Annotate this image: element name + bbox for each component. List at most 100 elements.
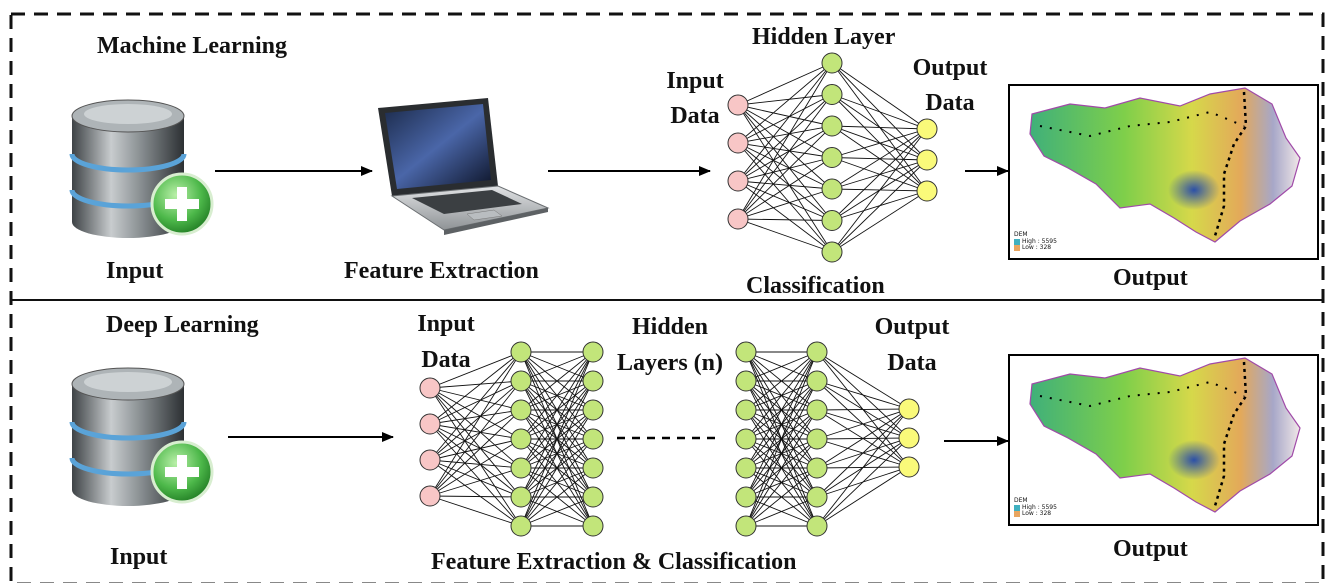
map-legend-low: Low : 328 (1022, 510, 1052, 518)
dl-edge (429, 351, 522, 497)
dl-edge (429, 423, 522, 440)
dl-edge (429, 387, 522, 498)
dl-edge (429, 409, 522, 425)
dl-output-data-label-2: Data (887, 350, 937, 376)
ml-edge (737, 62, 833, 182)
map-legend: DEM High : 5595 Low : 328 (1014, 231, 1057, 252)
dl-hidden-node (735, 457, 757, 479)
dl-hidden-node (510, 428, 532, 450)
dl-hidden-node (510, 457, 532, 479)
dl-edge (816, 408, 910, 498)
dl-edge (520, 351, 594, 382)
dl-edge (745, 351, 818, 469)
dl-hidden-label-2: Layers (n) (617, 350, 723, 376)
dl-edge (429, 351, 522, 461)
dl-edge (520, 438, 594, 527)
dl-input-node (419, 485, 441, 507)
dl-edge (816, 437, 910, 527)
dl-edge (745, 496, 818, 527)
ml-edge (831, 128, 928, 190)
ml-edge (737, 62, 833, 106)
dl-input-node (419, 377, 441, 399)
dem-map-output: DEM High : 5595 Low : 328 (1008, 84, 1319, 260)
dl-edge (816, 351, 910, 410)
ml-edge (737, 94, 833, 144)
ml-edge (737, 104, 833, 158)
ml-hidden-node (821, 241, 843, 263)
ml-edge (737, 180, 833, 253)
dem-map-output: DEM High : 5595 Low : 328 (1008, 354, 1319, 526)
map-legend: DEM High : 5595 Low : 328 (1014, 497, 1057, 518)
dl-hidden-node (582, 457, 604, 479)
dl-edge (429, 380, 522, 389)
classification-label: Classification (746, 273, 885, 299)
hidden-layer-label: Hidden Layer (752, 24, 896, 50)
ml-input-data-label-1: Input (666, 68, 724, 94)
dl-edge (745, 351, 818, 498)
dl-edge (429, 438, 522, 497)
dl-edge (429, 380, 522, 425)
dl-hidden-node (582, 515, 604, 537)
ml-edge (737, 104, 833, 221)
dl-edge (520, 467, 594, 527)
dl-hidden-node (806, 341, 828, 363)
dl-edge (816, 408, 910, 440)
dl-edge (429, 423, 522, 498)
dl-edge (429, 351, 522, 425)
ml-edge (737, 104, 833, 253)
dl-hidden-node (735, 370, 757, 392)
ml-input-node (727, 208, 749, 230)
dl-hidden-node (510, 341, 532, 363)
ml-edge (831, 128, 928, 158)
ml-edge (831, 128, 928, 253)
dl-edge (745, 351, 818, 527)
ml-edge (831, 62, 928, 130)
dl-edge (745, 351, 818, 411)
map-legend-high: High : 5595 (1022, 503, 1057, 511)
ml-output-node (916, 149, 938, 171)
dl-edge (520, 351, 594, 440)
ml-hidden-node (821, 84, 843, 105)
dl-edge (745, 351, 818, 382)
ml-edge (737, 157, 833, 182)
dl-hidden-node (806, 370, 828, 392)
ml-input-label: Input (106, 258, 164, 284)
ml-edge (737, 104, 833, 190)
ml-output-label: Output (1113, 265, 1188, 291)
dl-edge (520, 351, 594, 469)
deep-learning-title: Deep Learning (106, 312, 259, 338)
dl-edge (429, 459, 522, 527)
ml-edge (737, 125, 833, 220)
dl-edge (520, 351, 594, 411)
dl-output-node (898, 398, 920, 420)
ml-input-node (727, 132, 749, 154)
dl-edge (745, 380, 818, 527)
ml-edge (737, 94, 833, 106)
dl-hidden-node (806, 486, 828, 508)
dl-hidden-node (735, 428, 757, 450)
ml-output-data-label-1: Output (912, 55, 988, 81)
ml-edge (831, 159, 928, 253)
feature-extraction-label: Feature Extraction (344, 258, 539, 284)
ml-output-node (916, 180, 938, 202)
ml-edge (831, 94, 928, 130)
dl-edge (429, 467, 522, 497)
dl-edge (745, 351, 818, 440)
dl-edge (816, 380, 910, 410)
dl-edge (816, 466, 910, 527)
dl-edge (429, 409, 522, 461)
ml-edge (737, 180, 833, 221)
dl-edge (816, 408, 910, 411)
ml-input-node (727, 94, 749, 116)
ml-hidden-node (821, 178, 843, 200)
dl-edge (429, 423, 522, 527)
dl-hidden-label-1: Hidden (631, 314, 709, 340)
dl-caption: Feature Extraction & Classification (431, 549, 797, 575)
dl-hidden-node (582, 370, 604, 392)
dl-hidden-node (735, 486, 757, 508)
dl-edge (429, 409, 522, 497)
dl-input-node (419, 413, 441, 435)
dl-edge (429, 380, 522, 461)
ml-edge (737, 157, 833, 220)
